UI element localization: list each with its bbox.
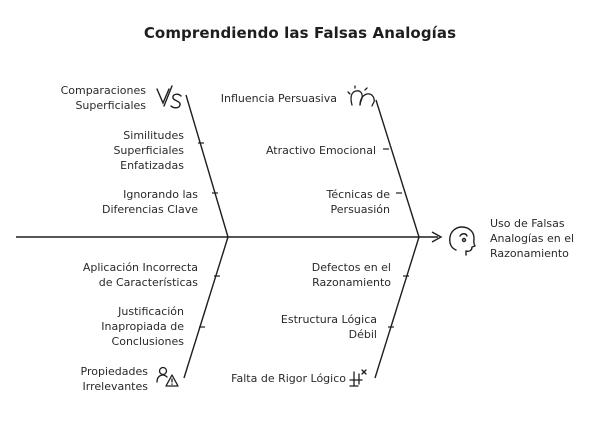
label-line: Superficiales — [113, 144, 184, 157]
label-line: Defectos en el — [311, 261, 391, 274]
label-line: Superficiales — [75, 99, 146, 112]
bone-bottom-right — [374, 236, 420, 379]
label-line: Influencia Persuasiva — [220, 92, 337, 105]
label-line: Débil — [348, 328, 377, 341]
person-warning-icon — [156, 366, 179, 387]
label-line: Irrelevantes — [82, 380, 148, 393]
label-propiedades-irrelevantes: Propiedades Irrelevantes — [81, 364, 148, 394]
label-comparaciones-superficiales: Comparaciones Superficiales — [61, 83, 146, 113]
label-line: Propiedades — [80, 365, 148, 378]
label-line: Falta de Rigor Lógico — [231, 372, 346, 385]
label-line: Aplicación Incorrecta — [82, 261, 198, 274]
effect-label: Uso de Falsas Analogías en el Razonamien… — [490, 216, 574, 261]
label-line: Conclusiones — [111, 335, 184, 348]
label-justificacion-inapropiada: Justificación Inapropiada de Conclusione… — [101, 304, 184, 349]
label-tecnicas-persuasion: Técnicas de Persuasión — [327, 187, 390, 217]
label-ignorando-diferencias: Ignorando las Diferencias Clave — [102, 187, 198, 217]
scale-x-icon — [349, 369, 367, 387]
label-line: Ignorando las — [123, 188, 198, 201]
label-line: Enfatizadas — [120, 159, 184, 172]
label-line: Justificación — [118, 305, 184, 318]
label-influencia-persuasiva: Influencia Persuasiva — [221, 91, 337, 106]
effect-label-line: Uso de Falsas — [490, 217, 565, 230]
diagram-title: Comprendiendo las Falsas Analogías — [143, 24, 457, 42]
label-atractivo-emocional: Atractivo Emocional — [266, 143, 376, 158]
label-estructura-logica: Estructura Lógica Débil — [281, 312, 377, 342]
label-line: de Características — [98, 276, 198, 289]
label-line: Estructura Lógica — [280, 313, 377, 326]
label-line: Diferencias Clave — [101, 203, 198, 216]
label-line: Persuasión — [330, 203, 390, 216]
two-heads-icon — [347, 85, 375, 107]
bone-bottom-left — [183, 236, 229, 379]
bone-top-left — [185, 94, 229, 238]
effect-label-line: Analogías en el — [490, 232, 575, 245]
label-similitudes-superficiales: Similitudes Superficiales Enfatizadas — [113, 128, 184, 173]
label-line: Comparaciones — [60, 84, 146, 97]
label-line: Razonamiento — [312, 276, 391, 289]
versus-icon — [156, 85, 182, 109]
bone-top-right — [375, 99, 420, 238]
label-defectos-razonamiento: Defectos en el Razonamiento — [312, 260, 391, 290]
label-line: Atractivo Emocional — [265, 144, 376, 157]
label-line: Inapropiada de — [101, 320, 184, 333]
label-line: Técnicas de — [326, 188, 390, 201]
label-falta-rigor-logico: Falta de Rigor Lógico — [231, 371, 346, 386]
label-line: Similitudes — [123, 129, 184, 142]
label-aplicacion-incorrecta: Aplicación Incorrecta de Características — [83, 260, 198, 290]
head-profile-icon — [449, 226, 476, 256]
spine-arrowhead — [431, 231, 443, 243]
effect-label-line: Razonamiento — [490, 247, 569, 260]
